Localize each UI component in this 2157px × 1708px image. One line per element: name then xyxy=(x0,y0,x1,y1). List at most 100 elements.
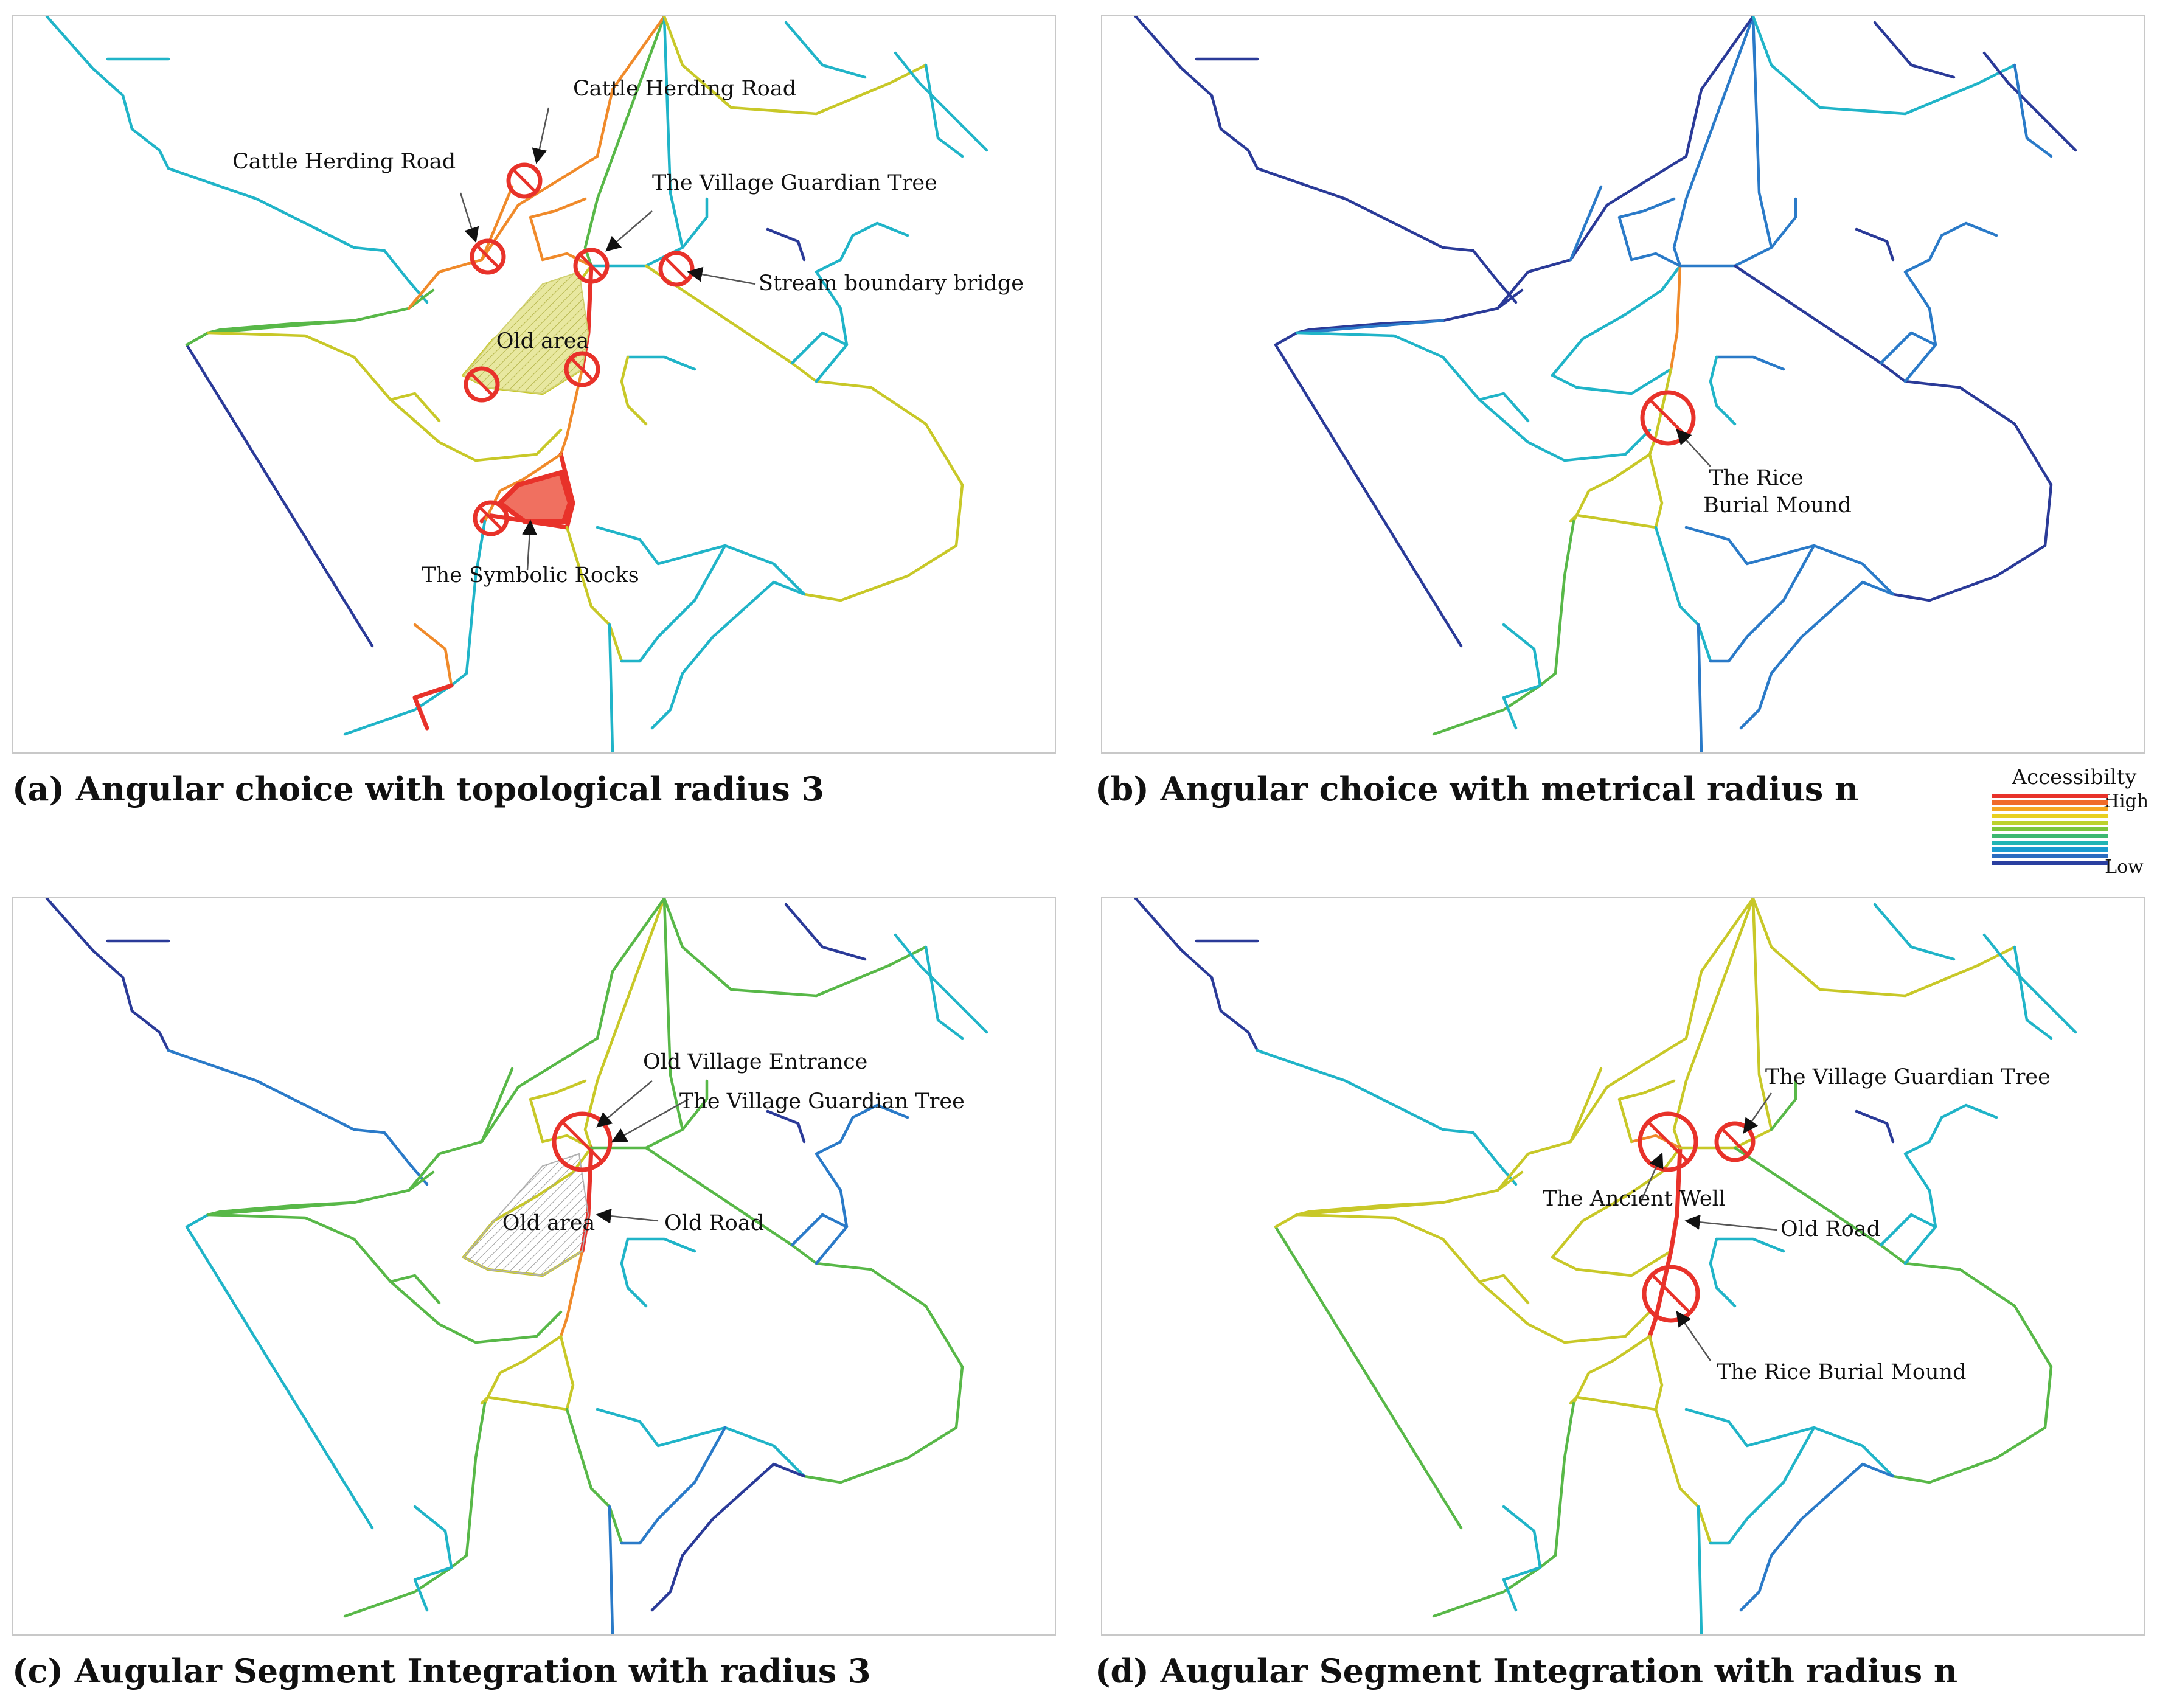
accessibility-legend: Accessibilty High Low xyxy=(1992,765,2147,878)
street-segment xyxy=(644,264,964,602)
street-segment xyxy=(608,1505,614,1634)
caption-b: (b) Angular choice with metrical radius … xyxy=(1095,769,1859,808)
annotation-label: Old Road xyxy=(1780,1217,1880,1241)
street-segment xyxy=(1879,331,1937,365)
street-segment xyxy=(784,903,867,961)
caption-a: (a) Angular choice with topological radi… xyxy=(12,769,824,808)
street-segment xyxy=(1855,1109,1895,1144)
street-segment xyxy=(1709,1426,1816,1545)
annotation-label: Old area xyxy=(496,329,589,353)
street-segment xyxy=(626,1237,696,1253)
street-segment xyxy=(1654,526,1712,663)
annotation-arrow xyxy=(605,210,653,252)
annotation-label: Old Village Entrance xyxy=(643,1050,867,1074)
street-segment xyxy=(483,453,563,523)
street-segment xyxy=(650,1462,806,1612)
street-segment xyxy=(1982,933,2077,1034)
street-segment xyxy=(583,16,666,268)
annotation-arrow xyxy=(459,192,479,243)
street-segment xyxy=(480,16,666,262)
street-segment xyxy=(167,167,429,304)
street-segment xyxy=(1569,453,1664,529)
landmark-circle xyxy=(1640,390,1696,446)
annotation-label: The Village Guardian Tree xyxy=(679,1089,965,1114)
street-segment xyxy=(529,197,587,262)
street-segment xyxy=(1684,1408,1895,1478)
annotation-label: Cattle Herding Road xyxy=(573,77,796,101)
street-segment xyxy=(1551,1146,1682,1259)
legend-low-label: Low xyxy=(2105,856,2144,878)
street-segment xyxy=(206,1170,435,1217)
street-segment xyxy=(1432,1401,1575,1618)
street-segment xyxy=(480,1335,575,1411)
old-area-hatch xyxy=(462,1153,589,1277)
annotation-label: The Village Guardian Tree xyxy=(652,171,937,195)
legend-title: Accessibilty xyxy=(2012,765,2138,790)
annotation-arrow xyxy=(611,1098,689,1143)
street-segment xyxy=(389,398,563,462)
street-segment xyxy=(1697,623,1703,752)
street-segment xyxy=(596,526,806,596)
street-segment xyxy=(1432,519,1575,736)
legend-color-band xyxy=(1992,827,2108,831)
caption-c: (c) Augular Segment Integration with rad… xyxy=(12,1651,871,1690)
legend-color-band xyxy=(1992,834,2108,838)
street-segment xyxy=(1551,264,1682,377)
landmark-circle xyxy=(573,248,610,284)
street-segment xyxy=(480,898,666,1144)
street-segment xyxy=(1751,16,2016,116)
street-segment xyxy=(1873,21,1956,79)
landmark-circle-cross xyxy=(579,254,603,278)
street-segment xyxy=(1478,398,1652,462)
street-segment xyxy=(1903,221,1998,383)
legend-color-band xyxy=(1992,807,2108,811)
street-segment xyxy=(790,331,849,365)
street-segment xyxy=(407,1140,484,1192)
street-segment xyxy=(1274,1213,1299,1229)
landmark-circle xyxy=(1714,1121,1756,1162)
street-segment xyxy=(1274,1225,1463,1530)
street-segment xyxy=(766,227,806,262)
street-segment xyxy=(1647,1249,1673,1339)
annotation-arrow xyxy=(1676,429,1711,467)
street-segment xyxy=(1709,1237,1737,1308)
street-segment xyxy=(2013,945,2053,1040)
street-segment xyxy=(206,1213,441,1305)
street-segment xyxy=(784,21,867,79)
street-segment xyxy=(413,1566,453,1612)
legend-color-band xyxy=(1992,814,2108,818)
street-segment xyxy=(565,1408,623,1545)
street-segment xyxy=(1295,331,1530,423)
street-segment xyxy=(529,1079,587,1144)
street-segment xyxy=(1502,623,1542,687)
street-segment xyxy=(185,331,210,347)
landmark-circle xyxy=(1642,1265,1700,1323)
landmark-circle-cross xyxy=(561,1121,603,1162)
landmark-circle-cross xyxy=(1648,398,1687,437)
street-segment xyxy=(1569,16,1755,262)
annotation-arrow xyxy=(596,1080,653,1128)
landmark-circle-cross xyxy=(479,506,503,530)
landmark-circle-cross xyxy=(570,357,594,381)
annotation-arrow xyxy=(596,1208,659,1224)
caption-d: (d) Augular Segment Integration with rad… xyxy=(1095,1651,1958,1690)
street-segment xyxy=(1572,453,1652,523)
street-segment xyxy=(343,519,487,736)
street-segment xyxy=(45,16,170,170)
street-segment xyxy=(620,1237,648,1308)
landmark-circle xyxy=(506,162,543,199)
landmark-circle xyxy=(1638,1111,1698,1172)
street-segment xyxy=(790,1213,849,1247)
annotation-arrow xyxy=(532,107,550,164)
street-segment xyxy=(1684,526,1895,596)
street-segment xyxy=(620,355,648,426)
street-segment xyxy=(681,197,709,249)
street-segment xyxy=(1617,197,1676,262)
street-segment xyxy=(662,898,928,998)
symbolic-rocks-area xyxy=(496,470,573,524)
street-segment xyxy=(1295,1170,1524,1217)
